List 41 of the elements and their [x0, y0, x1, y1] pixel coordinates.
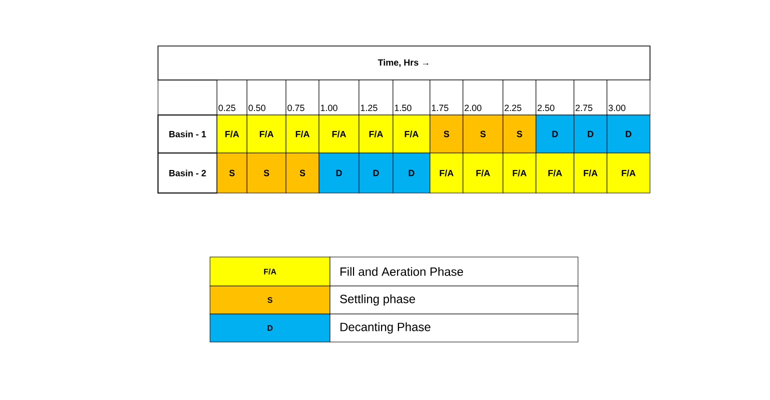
time-cell: 0.25	[216, 80, 248, 116]
table-cell: F/A	[606, 152, 650, 194]
table-cell: F/A	[318, 114, 360, 154]
table-cell: S	[462, 114, 504, 154]
legend-label: Fill and Aeration Phase	[330, 256, 578, 286]
table-cell: F/A	[462, 152, 504, 194]
table-cell: D	[574, 114, 608, 154]
table-cell: S	[430, 114, 464, 154]
time-cell: 0.50	[246, 80, 286, 116]
legend-label: Settling phase	[330, 286, 578, 314]
time-cell: 2.75	[574, 80, 608, 116]
time-cell: 1.75	[430, 80, 464, 116]
table-cell: D	[358, 152, 394, 194]
legend-label: Decanting Phase	[330, 314, 578, 342]
table-cell: F/A	[430, 152, 464, 194]
time-cell: 2.00	[462, 80, 504, 116]
time-cell: 1.00	[318, 80, 360, 116]
table-cell: S	[286, 152, 320, 194]
time-cell: 2.50	[536, 80, 574, 116]
table-cell: D	[318, 152, 360, 194]
table-cell: F/A	[246, 114, 286, 154]
time-cell: 1.25	[358, 80, 394, 116]
row-header: Basin - 1	[158, 114, 218, 154]
time-cell: 2.25	[502, 80, 536, 116]
table-cell: F/A	[358, 114, 394, 154]
table-cell: D	[392, 152, 430, 194]
table-cell: F/A	[286, 114, 320, 154]
table-cell: D	[536, 114, 574, 154]
table-cell: F/A	[536, 152, 574, 194]
table-cell: F/A	[502, 152, 536, 194]
time-cell: 1.50	[392, 80, 430, 116]
table-cell: S	[502, 114, 536, 154]
table-cell: D	[606, 114, 650, 154]
table-cell: S	[216, 152, 248, 194]
table-cell: F/A	[574, 152, 608, 194]
table-cell: S	[246, 152, 286, 194]
time-cell: 3.00	[606, 80, 650, 116]
time-cell: 0.75	[286, 80, 320, 116]
table-cell: F/A	[392, 114, 430, 154]
row-header: Basin - 2	[158, 152, 218, 194]
table-cell: F/A	[216, 114, 248, 154]
